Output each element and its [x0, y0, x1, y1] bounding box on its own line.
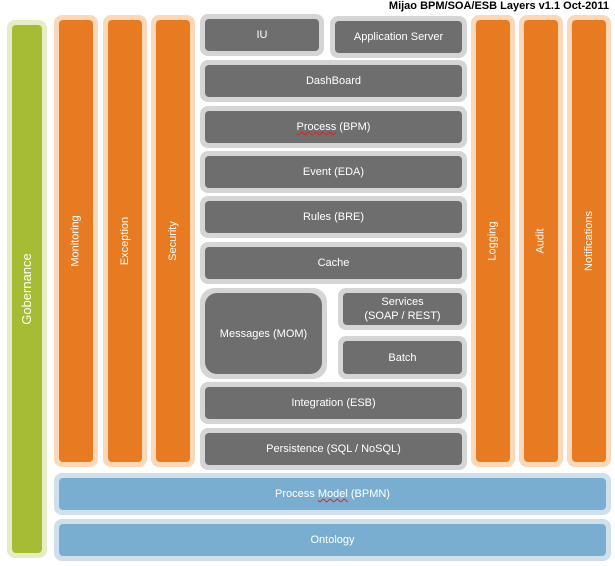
- iu-box: IU: [205, 19, 319, 51]
- event-frame: Event (EDA): [200, 151, 467, 193]
- security-label: Security: [167, 221, 179, 261]
- process-model-prefix: Process: [275, 488, 318, 500]
- integration-frame: Integration (ESB): [200, 382, 467, 424]
- process-box: Process (BPM): [205, 111, 462, 143]
- logging-label: Logging: [487, 221, 499, 261]
- services-box: Services (SOAP / REST): [343, 293, 462, 325]
- audit-frame: Audit: [519, 15, 563, 467]
- process-word: Process: [296, 121, 337, 133]
- logging-bar: Logging: [476, 20, 510, 462]
- iu-frame: IU: [200, 14, 324, 56]
- ontology-frame: Ontology: [54, 519, 611, 561]
- audit-label: Audit: [534, 228, 547, 254]
- exception-label: Exception: [119, 216, 131, 266]
- rules-box: Rules (BRE): [205, 201, 462, 233]
- process-suffix: (BPM): [336, 121, 371, 133]
- monitoring-label: Monitoring: [70, 215, 83, 267]
- gobernance-frame: Gobernance: [7, 20, 47, 558]
- process-model-suffix: (BPMN): [347, 488, 390, 500]
- persistence-frame: Persistence (SQL / NoSQL): [200, 428, 467, 470]
- persistence-box: Persistence (SQL / NoSQL): [205, 433, 462, 465]
- batch-frame: Batch: [338, 336, 467, 379]
- services-line2: (SOAP / REST): [364, 310, 441, 322]
- messages-box: Messages (MOM): [205, 293, 322, 374]
- messages-frame: Messages (MOM): [200, 288, 327, 379]
- app-server-box: Application Server: [335, 21, 462, 53]
- batch-box: Batch: [343, 341, 462, 374]
- security-frame: Security: [151, 15, 195, 467]
- notifications-bar: Notifications: [572, 20, 606, 462]
- dashboard-box: DashBoard: [205, 65, 462, 97]
- services-line1: Services: [381, 296, 424, 308]
- exception-frame: Exception: [103, 15, 147, 467]
- notifications-label: Notifications: [583, 211, 596, 271]
- integration-box: Integration (ESB): [205, 387, 462, 419]
- dashboard-frame: DashBoard: [200, 60, 467, 102]
- app-server-frame: Application Server: [330, 16, 467, 58]
- monitoring-frame: Monitoring: [54, 15, 98, 467]
- gobernance-label: Gobernance: [19, 253, 34, 325]
- event-box: Event (EDA): [205, 156, 462, 188]
- process-model-word: Model: [317, 488, 348, 500]
- security-bar: Security: [156, 20, 190, 462]
- gobernance-bar: Gobernance: [12, 25, 42, 553]
- cache-frame: Cache: [200, 242, 467, 284]
- logging-frame: Logging: [471, 15, 515, 467]
- ontology-box: Ontology: [59, 524, 606, 556]
- rules-frame: Rules (BRE): [200, 196, 467, 238]
- notifications-frame: Notifications: [567, 15, 611, 467]
- exception-bar: Exception: [108, 20, 142, 462]
- diagram-title: Mijao BPM/SOA/ESB Layers v1.1 Oct-2011: [388, 0, 609, 12]
- monitoring-bar: Monitoring: [59, 20, 93, 462]
- audit-bar: Audit: [524, 20, 558, 462]
- services-frame: Services (SOAP / REST): [338, 288, 467, 330]
- cache-box: Cache: [205, 247, 462, 279]
- process-model-box: Process Model (BPMN): [59, 478, 606, 510]
- process-frame: Process (BPM): [200, 106, 467, 148]
- process-model-frame: Process Model (BPMN): [54, 473, 611, 515]
